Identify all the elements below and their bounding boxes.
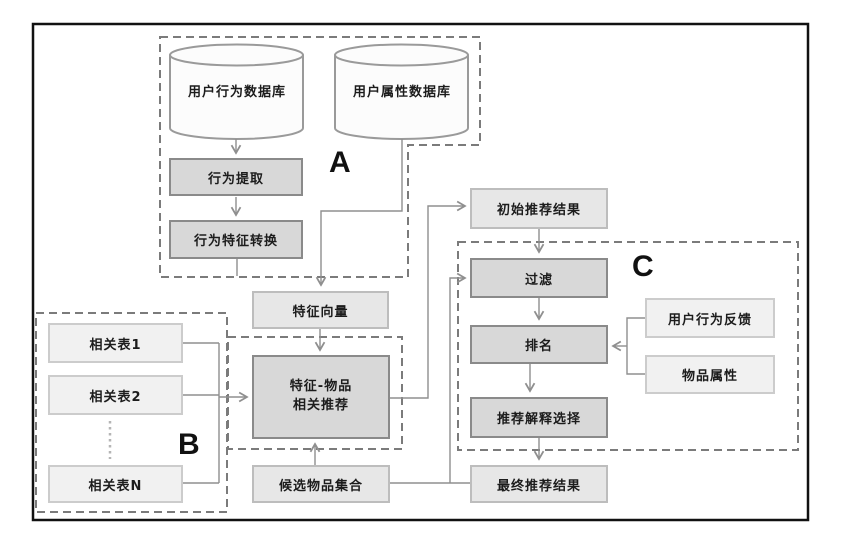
edge-recommend-initialresults: [390, 206, 465, 399]
node-filter: 过滤: [470, 258, 608, 298]
attribute-db-cylinder: [334, 43, 469, 140]
node-explanation-selection: 推荐解释选择: [470, 397, 608, 438]
node-item-attributes: 物品属性: [645, 355, 775, 394]
region-a-label: A: [329, 146, 351, 179]
region-c-border: [457, 241, 799, 451]
node-ranking: 排名: [470, 325, 608, 364]
node-behavior-feedback: 用户行为反馈: [645, 298, 775, 338]
node-behavior-extraction: 行为提取: [169, 158, 303, 196]
node-feature-vector: 特征向量: [252, 291, 389, 329]
connectors: [183, 139, 645, 484]
edge-feedback-attr-merge: [626, 317, 645, 375]
region-b-label: B: [178, 428, 200, 461]
node-candidate-items: 候选物品集合: [252, 465, 390, 503]
region-a-border: [159, 36, 481, 278]
node-related-table-1: 相关表1: [48, 323, 183, 363]
edge-attributedb-featurevector: [321, 139, 403, 285]
behavior-db-cylinder: [169, 43, 304, 140]
node-behavior-feature-transform: 行为特征转换: [169, 220, 303, 259]
edge-candidates-filter: [449, 278, 465, 483]
node-related-table-2: 相关表2: [48, 375, 183, 415]
node-final-results: 最终推荐结果: [470, 465, 608, 503]
node-attribute-db: 用户属性数据库: [352, 84, 451, 100]
node-related-table-n: 相关表N: [48, 465, 183, 503]
region-c-label: C: [632, 250, 654, 283]
node-feature-item-recommend: 特征-物品 相关推荐: [252, 355, 390, 439]
node-behavior-db: 用户行为数据库: [187, 84, 286, 100]
node-initial-results: 初始推荐结果: [470, 188, 608, 229]
figure-border: [31, 22, 810, 522]
